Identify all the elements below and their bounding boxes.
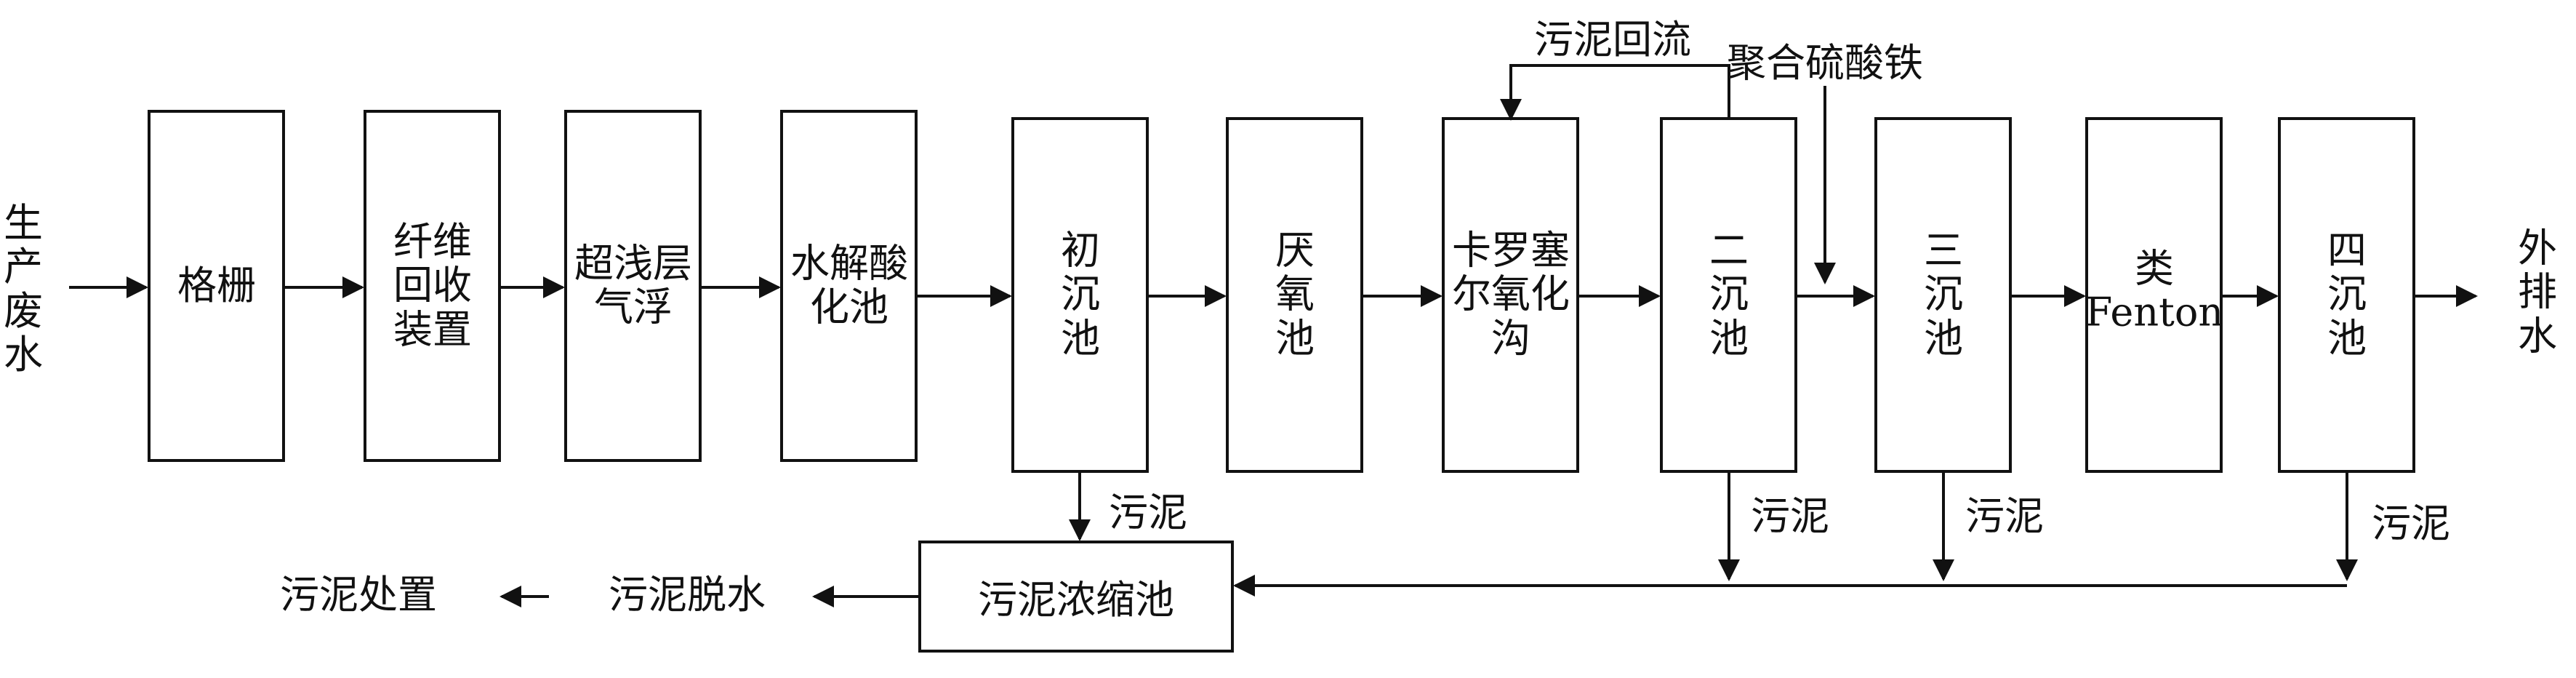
carrousel-label: 卡罗塞 尔氧化 沟 <box>1452 227 1570 362</box>
primary-clarifier-label: 初 沉 池 <box>1061 227 1100 362</box>
disposal-label: 污泥处置 <box>280 571 437 618</box>
hydrolysis-box <box>780 110 918 462</box>
input-label: 生产废水 <box>4 200 43 378</box>
quaternary-clarifier-label: 四 沉 池 <box>2327 227 2367 362</box>
secondary-clarifier-label: 二 沉 池 <box>1709 227 1749 362</box>
anaerobic-label: 厌 氧 池 <box>1275 227 1315 362</box>
sludge-label-secondary: 污泥 <box>1751 492 1829 539</box>
fenton-label: 类 Fenton <box>2085 245 2224 335</box>
dewatering-label: 污泥脱水 <box>609 571 766 618</box>
sludge-return-line <box>1500 64 1730 121</box>
output-label: 外排水 <box>2518 225 2557 359</box>
screen-label: 格栅 <box>177 262 256 308</box>
hydrolysis-label: 水解酸 化池 <box>790 240 908 330</box>
thickener-label: 污泥浓缩池 <box>978 576 1174 623</box>
tertiary-clarifier-label: 三 沉 池 <box>1924 227 1963 362</box>
sludge-label-tertiary: 污泥 <box>1965 492 2044 539</box>
flotation-label: 超浅层 气浮 <box>574 240 692 330</box>
fiber-recovery-label: 纤维 回收 装置 <box>393 218 472 353</box>
sludge-label-primary: 污泥 <box>1109 489 1187 535</box>
sludge-return-label: 污泥回流 <box>1534 16 1691 63</box>
sludge-label-quaternary: 污泥 <box>2372 500 2450 546</box>
ferric-sulfate-label: 聚合硫酸铁 <box>1727 39 1923 86</box>
